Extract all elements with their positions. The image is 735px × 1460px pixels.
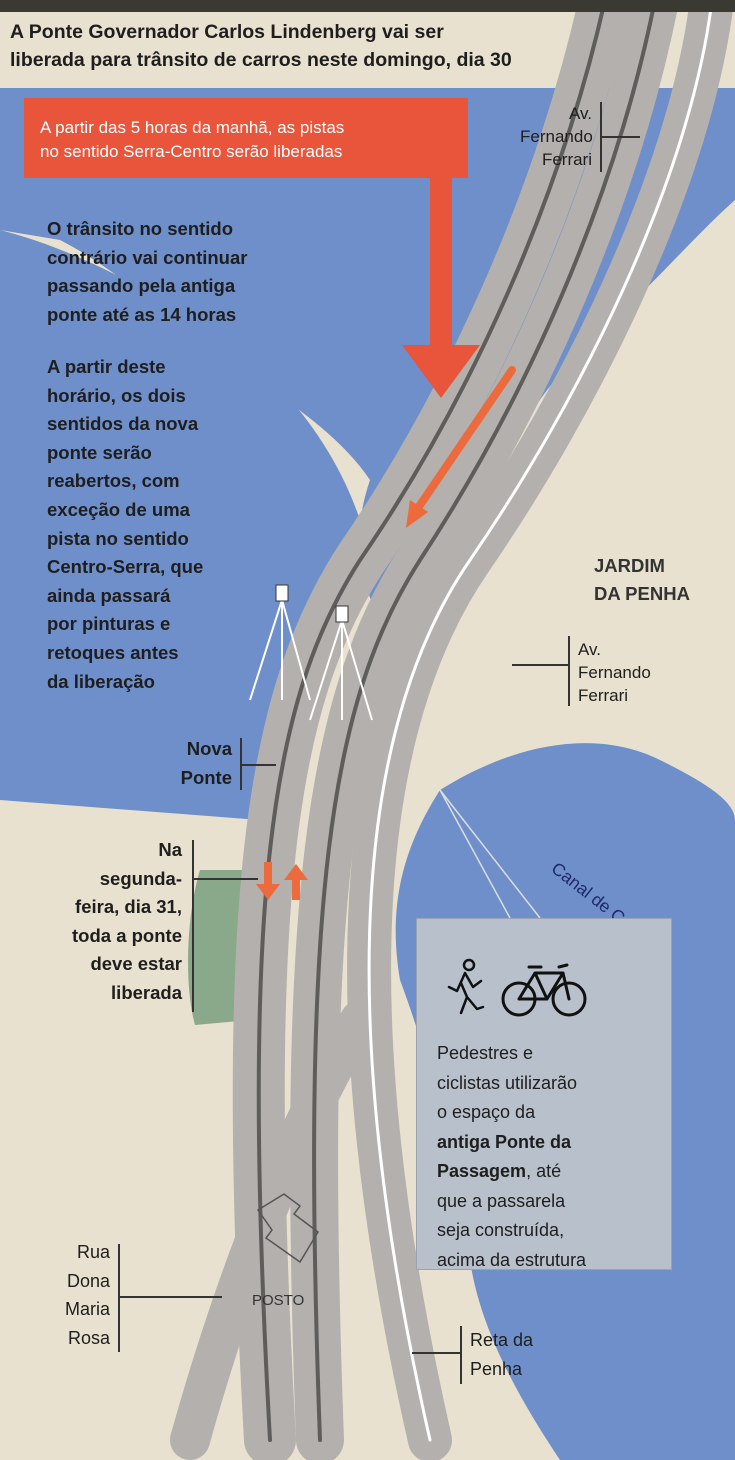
paragraph-line: Na	[158, 839, 182, 860]
paragraph-line: A partir deste	[47, 356, 166, 377]
red-direction-arrow	[402, 178, 480, 398]
road-edge-line	[367, 0, 714, 1442]
headline: A Ponte Governador Carlos Lindenberg vai…	[10, 18, 650, 74]
paragraph-line: O trânsito no sentido	[47, 218, 234, 239]
road-divider-2	[312, 0, 657, 1442]
label-jardim-da-penha: JARDIM DA PENHA	[594, 552, 690, 608]
label-tick	[118, 1296, 222, 1298]
info-line: que a passarela	[437, 1190, 566, 1211]
top-dark-bar	[0, 0, 735, 12]
headline-line: A Ponte Governador Carlos Lindenberg vai…	[10, 21, 444, 43]
paragraph-line: ainda passará	[47, 584, 171, 606]
label-tick	[512, 664, 568, 666]
bridge-pylon-east	[309, 612, 373, 721]
road-divider-1	[256, 0, 607, 1442]
label-line: DA PENHA	[594, 583, 690, 604]
red-callout-text: A partir das 5 horas da manhã, as pistas…	[40, 116, 470, 164]
label-line: Penha	[470, 1358, 523, 1379]
label-line: Fernando	[578, 663, 651, 682]
orange-lane-arrow-head	[406, 500, 428, 528]
label-line: Av.	[569, 104, 592, 123]
label-line: Rua	[76, 1242, 110, 1262]
info-box-text: Pedestres e ciclistas utilizarão o espaç…	[437, 1039, 667, 1275]
label-tick	[568, 636, 570, 706]
label-line: Fernando	[520, 127, 593, 146]
pylon-top-west	[275, 584, 289, 602]
label-tick	[240, 764, 276, 766]
paragraph-line: sentidos da nova	[47, 413, 199, 435]
label-line: Ponte	[180, 766, 232, 788]
pedestrian-info-box: Pedestres e ciclistas utilizarão o espaç…	[416, 918, 672, 1270]
label-line: Ferrari	[578, 686, 629, 705]
paragraph-line: contrário vai continuar	[47, 246, 248, 268]
paragraph-line: horário, os dois	[47, 384, 186, 406]
info-line-bold: Passagem	[437, 1161, 527, 1181]
label-line: Ferrari	[541, 150, 592, 169]
paragraph-reopening: A partir deste horário, os dois sentidos…	[47, 353, 203, 696]
paragraph-monday: Na segunda- feira, dia 31, toda a ponte …	[26, 836, 182, 1008]
paragraph-line: feira, dia 31,	[75, 896, 182, 918]
paragraph-line: liberada	[111, 981, 182, 1003]
headline-line: liberada para trânsito de carros neste d…	[10, 49, 512, 71]
paragraph-line: retoques antes	[47, 641, 179, 663]
label-tick	[118, 1244, 120, 1352]
label-tick	[460, 1326, 462, 1384]
label-rua-dona-maria-rosa: Rua Dona Maria Rosa	[40, 1238, 110, 1352]
label-line: Av.	[578, 640, 601, 659]
paragraph-line: ponte serão	[47, 441, 152, 463]
water-area-west	[0, 230, 363, 820]
paragraph-line: deve estar	[90, 953, 182, 975]
callout-line	[439, 789, 541, 919]
info-line: Pedestres e	[437, 1043, 534, 1063]
info-line: seja construída,	[437, 1220, 565, 1240]
orange-lane-arrow	[414, 366, 516, 512]
bridge-pylon-west	[249, 590, 311, 701]
bicycle-icon	[501, 963, 587, 1017]
red-callout-line: A partir das 5 horas da manhã, as pistas	[40, 118, 345, 137]
paragraph-line: da liberação	[47, 670, 155, 692]
paragraph-line: reabertos, com	[47, 470, 180, 492]
road-rua-dona-maria-rosa	[170, 1000, 380, 1460]
info-icons	[447, 958, 587, 1017]
paragraph-line: toda a ponte	[72, 924, 182, 946]
paragraph-line: segunda-	[99, 867, 182, 889]
paragraph-contrary-traffic: O trânsito no sentido contrário vai cont…	[47, 215, 247, 329]
label-nova-ponte: Nova Ponte	[150, 735, 232, 792]
park-area	[188, 870, 250, 1025]
label-line: JARDIM	[594, 555, 665, 576]
info-line-bold: antiga Ponte da	[437, 1131, 572, 1152]
info-line: o espaço da	[437, 1102, 536, 1122]
label-reta-da-penha: Reta da Penha	[470, 1326, 533, 1383]
pedestrian-icon	[447, 958, 485, 1015]
label-tick	[192, 878, 258, 880]
red-callout-line: no sentido Serra-Centro serão liberadas	[40, 142, 343, 161]
paragraph-line: passando pela antiga	[47, 275, 236, 297]
paragraph-line: exceção de uma	[47, 498, 190, 520]
info-line: ciclistas utilizarão	[437, 1072, 578, 1093]
label-av-fernando-ferrari-top: Av. Fernando Ferrari	[520, 102, 593, 171]
label-line: Rosa	[67, 1327, 110, 1348]
label-line: Dona	[66, 1270, 110, 1291]
lane-arrow-up	[284, 864, 308, 900]
label-av-fernando-ferrari-mid: Av. Fernando Ferrari	[578, 638, 651, 707]
label-tick	[600, 136, 640, 138]
posto-outline	[256, 1193, 319, 1264]
lane-arrow-down	[256, 862, 280, 900]
paragraph-line: por pinturas e	[47, 613, 171, 635]
info-line: acima da estrutura	[437, 1249, 587, 1270]
label-tick	[192, 840, 194, 1012]
label-tick	[412, 1352, 460, 1354]
paragraph-line: pista no sentido	[47, 527, 189, 549]
info-line: , até	[526, 1161, 562, 1181]
label-line: Maria	[64, 1299, 110, 1319]
paragraph-line: ponte até as 14 horas	[47, 303, 237, 325]
label-posto: POSTO	[252, 1292, 305, 1309]
red-callout-box: A partir das 5 horas da manhã, as pistas…	[24, 98, 468, 178]
label-line: Reta da	[470, 1330, 534, 1350]
pylon-top-east	[335, 605, 349, 623]
paragraph-line: Centro-Serra, que	[47, 556, 204, 578]
label-line: Nova	[186, 738, 232, 759]
